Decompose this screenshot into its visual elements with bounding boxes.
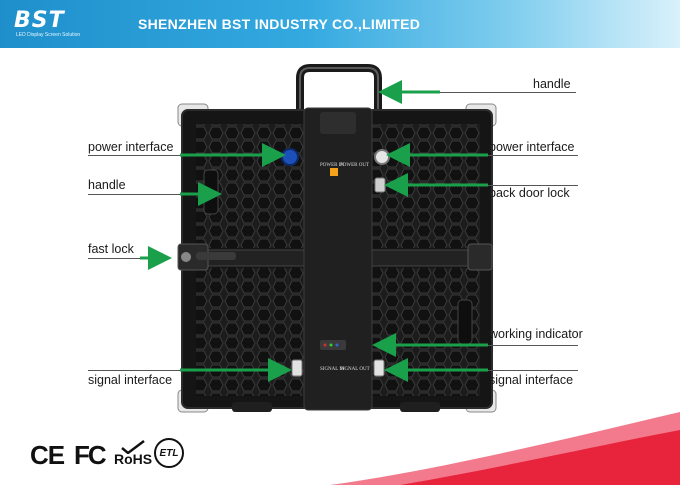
fc-mark-icon: FC [74, 440, 107, 470]
power-in-text: POWER IN [320, 163, 344, 168]
ce-mark-icon: CE [30, 440, 65, 470]
label-power-right: power interface [489, 140, 575, 154]
company-name: SHENZHEN BST INDUSTRY CO.,LIMITED [138, 16, 421, 32]
etl-text: ETL [159, 447, 179, 459]
logo-text: BST [14, 8, 65, 33]
fast-lock [177, 243, 236, 271]
label-power-left: power interface [88, 140, 174, 154]
control-box: POWER IN POWER OUT SIGNAL IN SIGNAL OUT [303, 107, 373, 411]
label-signal-left: signal interface [88, 373, 173, 387]
bst-logo: BST LED Display Screen Solution [14, 8, 94, 42]
guide-handle-left [88, 194, 180, 195]
label-fast-lock: fast lock [88, 242, 134, 256]
rohs-mark-icon: RoHS [114, 451, 153, 467]
logo-tagline: LED Display Screen Solution [16, 32, 81, 38]
signal-in-connector [291, 359, 303, 377]
guide-fast-lock [88, 258, 140, 259]
header-banner: BST LED Display Screen Solution SHENZHEN… [0, 0, 680, 48]
guide-signal-right [488, 370, 578, 371]
guide-working-indicator [488, 345, 578, 346]
top-handle [296, 64, 382, 110]
power-out-text: POWER OUT [340, 163, 369, 168]
label-signal-right: signal interface [489, 373, 574, 387]
guide-signal-left [88, 370, 180, 371]
etl-mark-icon: ETL [154, 438, 184, 468]
label-working-indicator: working indicator [489, 327, 583, 341]
guide-power-right [488, 155, 578, 156]
label-handle-top: handle [533, 77, 571, 91]
label-back-door-lock: back door lock [489, 186, 570, 200]
guide-power-left [88, 155, 180, 156]
label-handle-left: handle [88, 178, 126, 192]
guide-handle-top [440, 92, 576, 93]
signal-in-text: SIGNAL IN [320, 367, 345, 372]
guide-back-door-lock [488, 185, 578, 186]
pointer-arrows [140, 80, 488, 382]
rohs-check-icon [121, 440, 145, 454]
signal-out-text: SIGNAL OUT [340, 367, 370, 372]
